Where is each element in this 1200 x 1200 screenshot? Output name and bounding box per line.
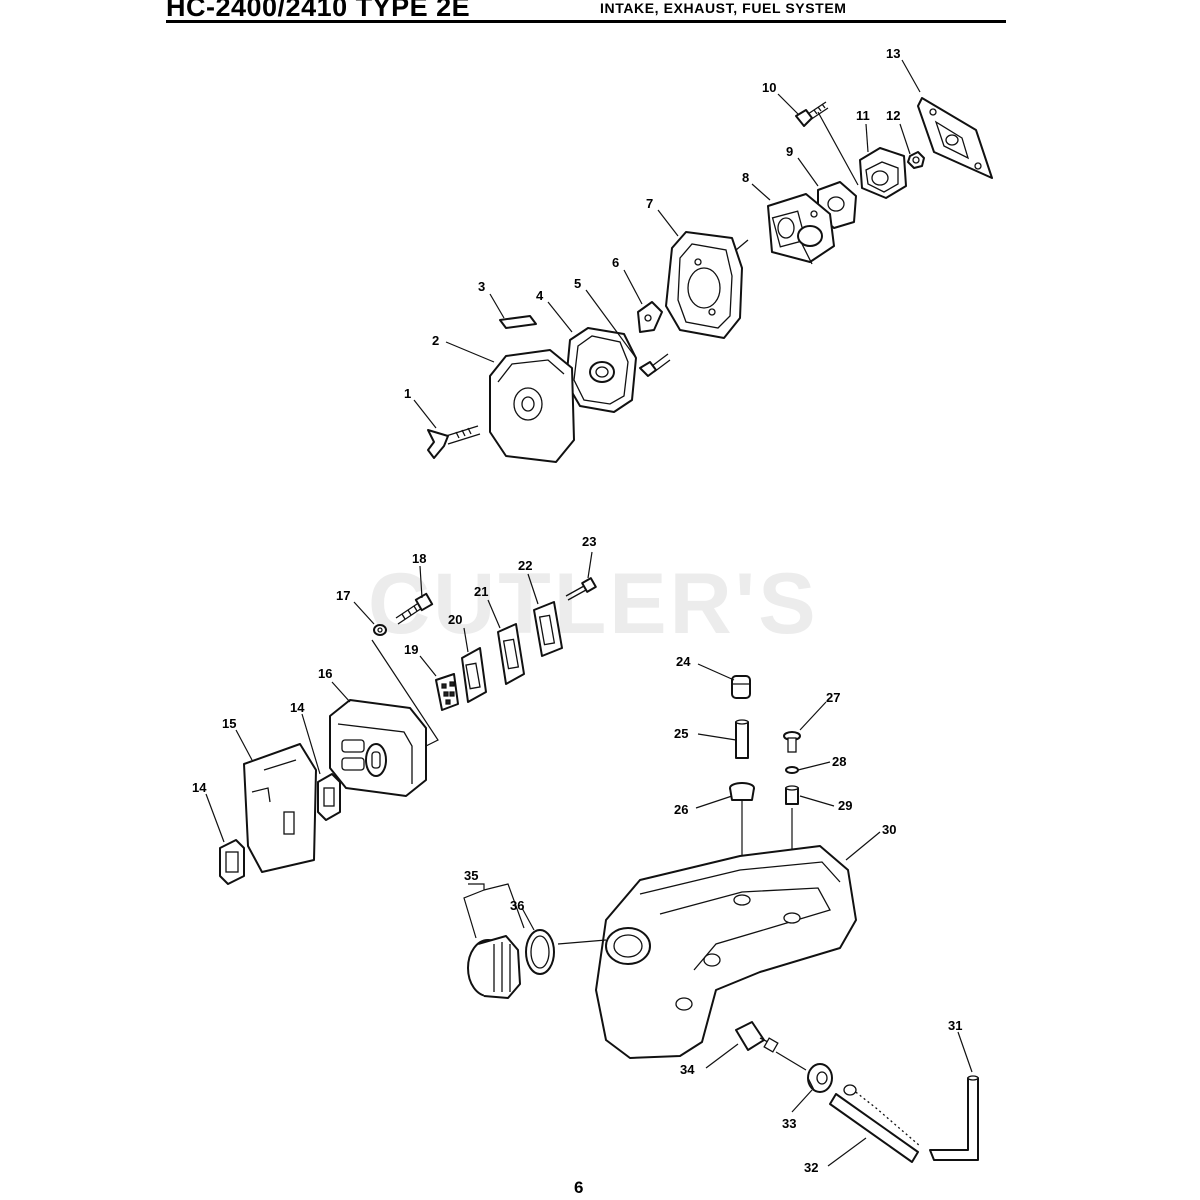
part-27-screw — [783, 731, 801, 753]
callout-leaders — [205, 59, 973, 1167]
part-22-exhaust-plate — [533, 601, 563, 657]
part-14-gasket-upper — [317, 773, 341, 821]
part-28-washer — [785, 766, 799, 774]
callout-14-upper: 14 — [290, 700, 305, 715]
callout-27: 27 — [826, 690, 840, 705]
callout-16: 16 — [318, 666, 332, 681]
callout-5: 5 — [574, 276, 581, 291]
part-12-nut — [907, 151, 925, 169]
part-34-fuel-filter — [735, 1021, 779, 1053]
part-21-gasket — [497, 623, 525, 685]
callout-26: 26 — [674, 802, 688, 817]
part-32-fuel-lines — [829, 1084, 921, 1163]
callout-24: 24 — [676, 654, 691, 669]
callout-4: 4 — [536, 288, 544, 303]
part-33-grommet — [807, 1063, 833, 1093]
callout-2: 2 — [432, 333, 439, 348]
watermark: CUTLER'S — [368, 556, 819, 652]
callout-30: 30 — [882, 822, 896, 837]
part-29-spacer — [785, 785, 799, 805]
part-20-cover-plate — [461, 647, 487, 703]
part-14-gasket-lower — [219, 839, 245, 885]
part-3-label — [499, 315, 537, 329]
callout-labels: 1 2 3 4 5 6 7 8 9 10 11 12 13 14 14 15 1… — [192, 46, 962, 1175]
callout-35: 35 — [464, 868, 478, 883]
callout-18: 18 — [412, 551, 426, 566]
callout-19: 19 — [404, 642, 418, 657]
part-16-muffler — [329, 699, 427, 797]
callout-12: 12 — [886, 108, 900, 123]
callout-21: 21 — [474, 584, 488, 599]
page-number: 6 — [574, 1178, 584, 1197]
callout-1: 1 — [404, 386, 411, 401]
callout-31: 31 — [948, 1018, 962, 1033]
callout-28: 28 — [832, 754, 846, 769]
part-30-fuel-tank — [595, 845, 857, 1059]
part-4-filter-element — [565, 327, 637, 413]
part-19-spark-screen — [435, 673, 459, 711]
callout-7: 7 — [646, 196, 653, 211]
part-7-air-cleaner-base — [665, 231, 749, 339]
callout-14-lower: 14 — [192, 780, 207, 795]
part-13-gasket-plate — [917, 97, 993, 179]
part-18-bolt — [395, 592, 434, 625]
callout-23: 23 — [582, 534, 596, 549]
callout-3: 3 — [478, 279, 485, 294]
part-26-grommet — [729, 782, 755, 801]
part-15-heat-shield — [243, 743, 317, 873]
callout-34: 34 — [680, 1062, 695, 1077]
callout-29: 29 — [838, 798, 852, 813]
callout-36: 36 — [510, 898, 524, 913]
callout-20: 20 — [448, 612, 462, 627]
part-25-tube — [735, 719, 749, 759]
part-24-vent-cap — [731, 675, 751, 699]
section-title: INTAKE, EXHAUST, FUEL SYSTEM — [600, 0, 847, 16]
callout-32: 32 — [804, 1160, 818, 1175]
callout-8: 8 — [742, 170, 749, 185]
part-2-air-cleaner-cover — [489, 349, 575, 463]
part-1-wing-knob — [427, 425, 481, 459]
callout-15: 15 — [222, 716, 236, 731]
callout-25: 25 — [674, 726, 688, 741]
part-36-gasket-ring — [525, 929, 555, 975]
diagram-title: HC-2400/2410 TYPE 2E — [166, 0, 471, 22]
callout-6: 6 — [612, 255, 619, 270]
part-5-screw — [639, 353, 671, 377]
header-rule — [166, 20, 1006, 23]
part-6-bracket — [637, 301, 663, 333]
part-10-bolt — [795, 101, 829, 127]
part-8-carburetor — [767, 193, 835, 265]
part-17-washer — [373, 624, 387, 636]
part-23-bolt — [565, 577, 597, 601]
callout-13: 13 — [886, 46, 900, 61]
callout-9: 9 — [786, 144, 793, 159]
part-11-insulator — [859, 147, 907, 199]
callout-10: 10 — [762, 80, 776, 95]
callout-11: 11 — [856, 108, 870, 123]
part-31-return-pipe — [929, 1075, 979, 1161]
part-35-fuel-cap — [467, 935, 521, 999]
callout-22: 22 — [518, 558, 532, 573]
callout-17: 17 — [336, 588, 350, 603]
callout-33: 33 — [782, 1116, 796, 1131]
